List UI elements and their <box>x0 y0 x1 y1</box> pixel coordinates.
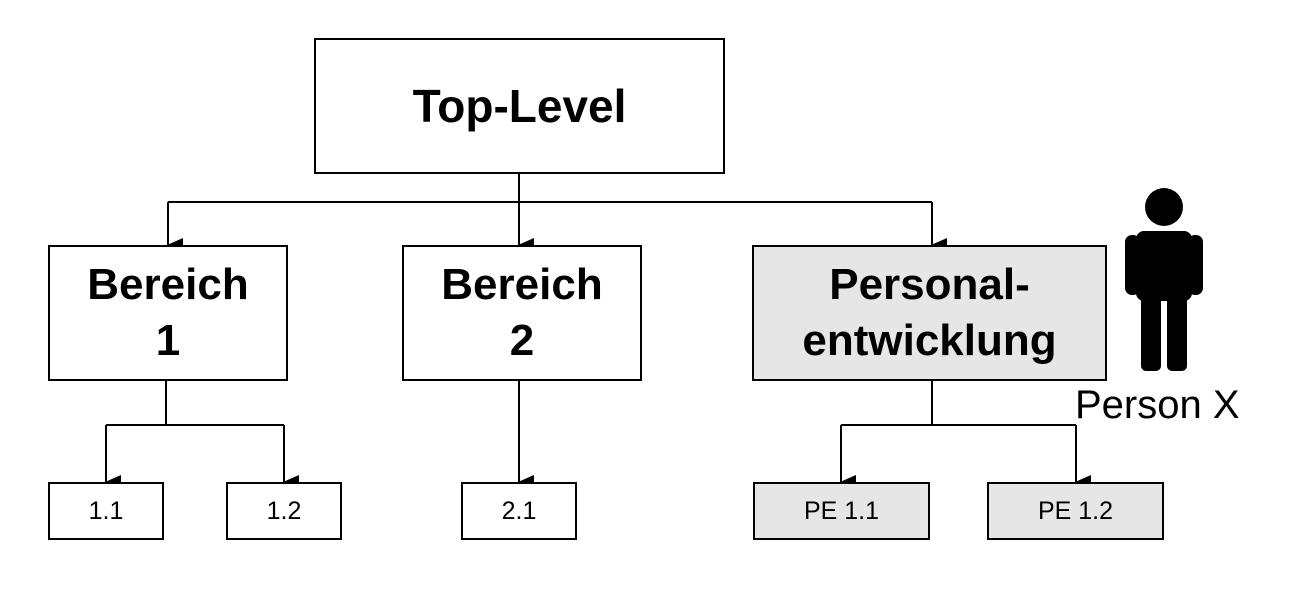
person-icon <box>1125 188 1203 371</box>
personalentwicklung-line1: Personal- <box>829 260 1030 309</box>
bereich-1-text: Bereich 1 <box>87 257 248 369</box>
bereich-1-line2: 1 <box>155 316 181 365</box>
sub-box-pe-1-2: PE 1.2 <box>987 482 1164 540</box>
sub-label-1-1: 1.1 <box>88 496 124 525</box>
personalentwicklung-line2: entwicklung <box>802 316 1057 365</box>
bereich-2-line2: 2 <box>509 316 535 365</box>
top-level-box: Top-Level <box>314 38 725 174</box>
personalentwicklung-text: Personal- entwicklung <box>802 257 1056 369</box>
sub-box-1-1: 1.1 <box>48 482 164 540</box>
bereich-2-text: Bereich 2 <box>441 257 602 369</box>
sub-box-pe-1-1: PE 1.1 <box>753 482 930 540</box>
sub-label-pe-1-2: PE 1.2 <box>1037 496 1114 525</box>
person-label: Person X <box>1075 383 1240 427</box>
sub-label-1-2: 1.2 <box>266 496 302 525</box>
bereich-1-line1: Bereich <box>87 260 249 309</box>
sub-box-1-2: 1.2 <box>226 482 342 540</box>
sub-label-2-1: 2.1 <box>501 496 537 525</box>
bereich-1-box: Bereich 1 <box>48 245 288 381</box>
bereich-2-line1: Bereich <box>441 260 603 309</box>
sub-box-2-1: 2.1 <box>461 482 577 540</box>
top-level-label: Top-Level <box>412 80 627 132</box>
bereich-2-box: Bereich 2 <box>402 245 642 381</box>
sub-label-pe-1-1: PE 1.1 <box>803 496 880 525</box>
personalentwicklung-box: Personal- entwicklung <box>752 245 1107 381</box>
